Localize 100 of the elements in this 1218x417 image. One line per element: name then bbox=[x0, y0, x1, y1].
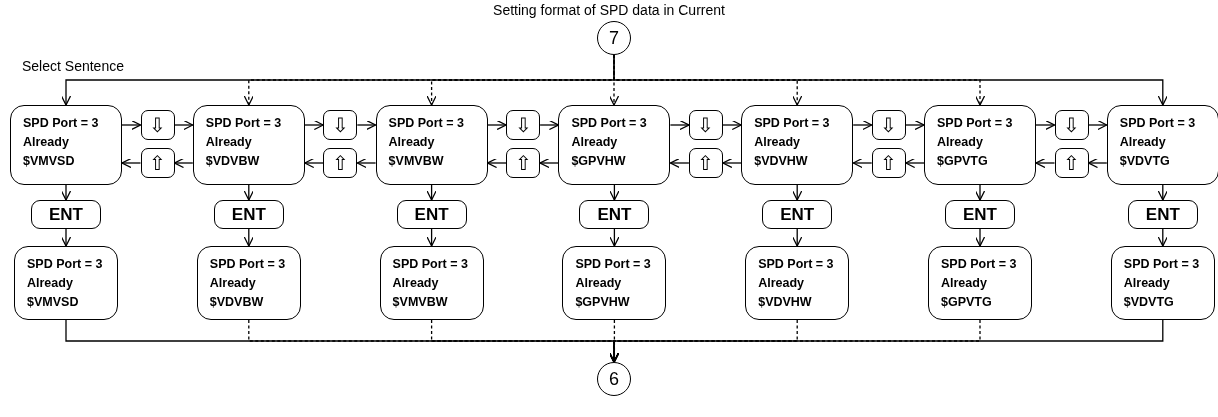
arrow bbox=[304, 157, 324, 169]
arrow bbox=[974, 184, 986, 201]
display-line: Already bbox=[754, 134, 801, 151]
arrow bbox=[173, 157, 194, 169]
connector-circle: 7 bbox=[597, 21, 631, 55]
arrow bbox=[609, 228, 620, 247]
arrow bbox=[1157, 228, 1168, 247]
arrow bbox=[1035, 157, 1056, 169]
arrow bbox=[426, 184, 437, 201]
key-button: ⇩ bbox=[688, 110, 723, 140]
display-line: Already bbox=[23, 134, 69, 151]
display-line: $GPVTG bbox=[937, 153, 988, 170]
display-line: $VDVBW bbox=[205, 153, 260, 170]
display-line: SPD Port = 3 bbox=[575, 256, 651, 273]
key-button: ⇧ bbox=[1054, 148, 1089, 178]
display-line: Already bbox=[575, 275, 622, 292]
enter-key: ENT bbox=[762, 200, 833, 229]
display-line: SPD Port = 3 bbox=[937, 115, 1013, 132]
state-box bbox=[1106, 105, 1218, 185]
display-line: Already bbox=[758, 275, 805, 292]
display-line: SPD Port = 3 bbox=[209, 256, 286, 273]
display-line: Already bbox=[1119, 134, 1166, 151]
display-line: $VMVBW bbox=[388, 153, 444, 170]
display-line: SPD Port = 3 bbox=[392, 256, 468, 273]
display-line: Already bbox=[392, 275, 439, 292]
arrow bbox=[426, 228, 437, 247]
arrow bbox=[1035, 119, 1056, 131]
arrow bbox=[486, 119, 507, 131]
display-line: Already bbox=[941, 275, 987, 292]
display-line: $VDVHW bbox=[758, 294, 812, 311]
key-button: ⇩ bbox=[871, 110, 906, 140]
display-line: $VDVTG bbox=[1119, 153, 1170, 170]
key-button: ⇧ bbox=[323, 148, 358, 178]
arrow bbox=[609, 184, 620, 201]
arrow bbox=[1157, 184, 1168, 201]
arrow bbox=[722, 119, 742, 131]
display-line: SPD Port = 3 bbox=[758, 256, 834, 273]
state-box bbox=[196, 246, 301, 320]
display-line: SPD Port = 3 bbox=[27, 256, 103, 273]
arrow bbox=[539, 157, 560, 169]
display-line: SPD Port = 3 bbox=[571, 115, 647, 132]
display-line: $VDVBW bbox=[209, 294, 264, 311]
enter-key: ENT bbox=[213, 200, 284, 229]
dashed-arrow bbox=[608, 319, 981, 363]
state-box bbox=[375, 105, 488, 185]
arrow bbox=[486, 157, 507, 169]
arrow bbox=[121, 157, 142, 169]
arrow bbox=[1087, 119, 1108, 131]
display-line: Already bbox=[209, 275, 256, 292]
state-box bbox=[1110, 246, 1215, 320]
arrow bbox=[539, 119, 560, 131]
arrow bbox=[669, 119, 690, 131]
arrow bbox=[60, 184, 72, 201]
connector-circle: 6 bbox=[597, 362, 631, 396]
display-line: $VDVHW bbox=[754, 153, 808, 170]
display-line: Already bbox=[388, 134, 435, 151]
arrow bbox=[243, 184, 254, 201]
display-line: $GPVHW bbox=[571, 153, 626, 170]
display-line: SPD Port = 3 bbox=[941, 256, 1017, 273]
display-line: Already bbox=[1123, 275, 1170, 292]
state-box bbox=[558, 105, 671, 185]
key-button: ⇩ bbox=[323, 110, 358, 140]
display-line: SPD Port = 3 bbox=[754, 115, 830, 132]
state-box bbox=[741, 105, 854, 185]
enter-key: ENT bbox=[945, 200, 1015, 229]
key-button: ⇧ bbox=[871, 148, 906, 178]
arrow bbox=[905, 157, 925, 169]
state-box bbox=[745, 246, 850, 320]
arrow bbox=[356, 119, 377, 131]
display-line: Already bbox=[571, 134, 618, 151]
display-line: Already bbox=[205, 134, 252, 151]
arrow bbox=[669, 157, 690, 169]
arrow bbox=[1087, 157, 1108, 169]
display-line: $VDVTG bbox=[1123, 294, 1174, 311]
arrow bbox=[356, 157, 377, 169]
dashed-arrow bbox=[609, 319, 620, 363]
key-button: ⇩ bbox=[1054, 110, 1089, 140]
display-line: SPD Port = 3 bbox=[205, 115, 282, 132]
state-box bbox=[192, 105, 305, 185]
display-line: $VMVSD bbox=[27, 294, 79, 311]
display-line: SPD Port = 3 bbox=[23, 115, 99, 132]
enter-key: ENT bbox=[579, 200, 650, 229]
state-box bbox=[10, 105, 122, 185]
enter-key: ENT bbox=[1127, 200, 1198, 229]
enter-key: ENT bbox=[31, 200, 101, 229]
arrow bbox=[173, 119, 194, 131]
key-button: ⇩ bbox=[140, 110, 175, 140]
arrow bbox=[852, 119, 873, 131]
arrow bbox=[974, 228, 986, 247]
key-button: ⇩ bbox=[506, 110, 541, 140]
arrow bbox=[243, 228, 254, 247]
arrow bbox=[792, 184, 803, 201]
arrow bbox=[60, 228, 72, 247]
display-line: SPD Port = 3 bbox=[388, 115, 464, 132]
key-button: ⇧ bbox=[506, 148, 541, 178]
display-line: SPD Port = 3 bbox=[1119, 115, 1196, 132]
display-line: Already bbox=[27, 275, 73, 292]
display-line: Already bbox=[937, 134, 983, 151]
section-heading: Select Sentence bbox=[22, 58, 124, 74]
state-box bbox=[562, 246, 667, 320]
